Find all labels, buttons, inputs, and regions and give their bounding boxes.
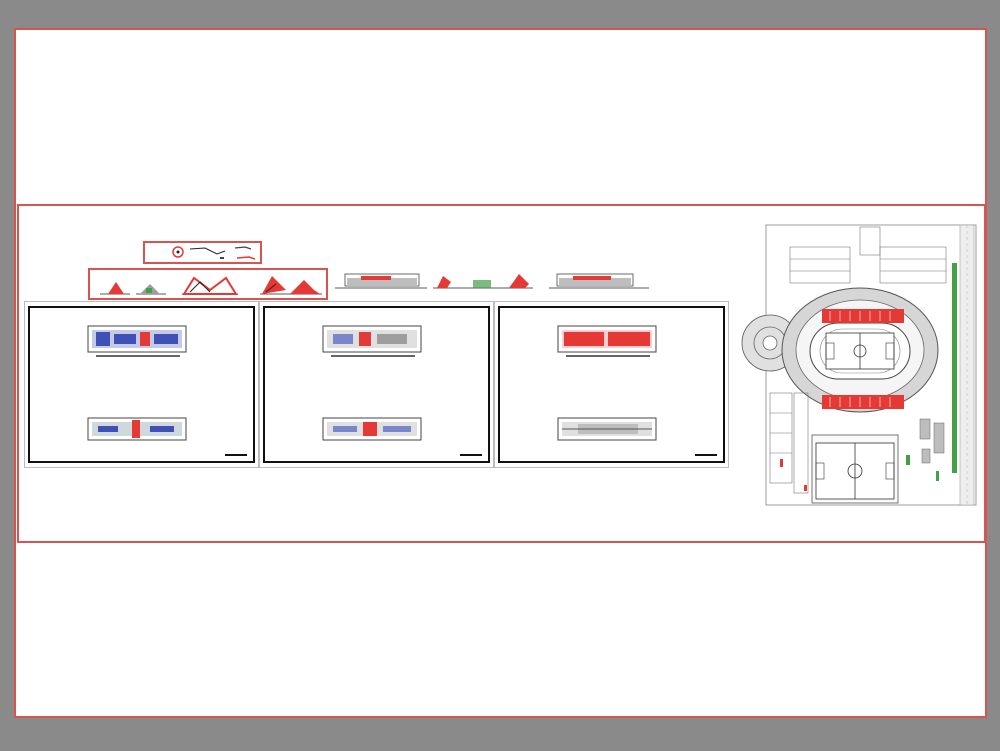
content-frame [17, 204, 986, 543]
elevations-drawing [100, 276, 322, 295]
scale-bar [460, 454, 482, 456]
site-plan-drawing [741, 224, 977, 506]
layout-panel-3[interactable] [494, 301, 729, 468]
scale-bar [225, 454, 247, 456]
panel-3-plan-bottom [557, 417, 657, 441]
panel-1-border [28, 306, 255, 463]
panel-1-plan-top [87, 325, 187, 357]
panel-3-plan-top [557, 325, 657, 357]
detail-box-top [143, 241, 262, 264]
panel-2-plan-bottom [322, 417, 422, 441]
elevation-strip [335, 273, 649, 289]
elevations-box [88, 268, 328, 300]
layout-panel-2[interactable] [259, 301, 494, 468]
panel-2-plan-top [322, 325, 422, 357]
scale-bar [695, 454, 717, 456]
detail-top-drawing [172, 246, 256, 260]
panel-1-plan-bottom [87, 417, 187, 441]
panel-3-border [498, 306, 725, 463]
stadium-site-plan[interactable] [740, 223, 977, 508]
panel-2-border [263, 306, 490, 463]
layout-panel-1[interactable] [24, 301, 259, 468]
